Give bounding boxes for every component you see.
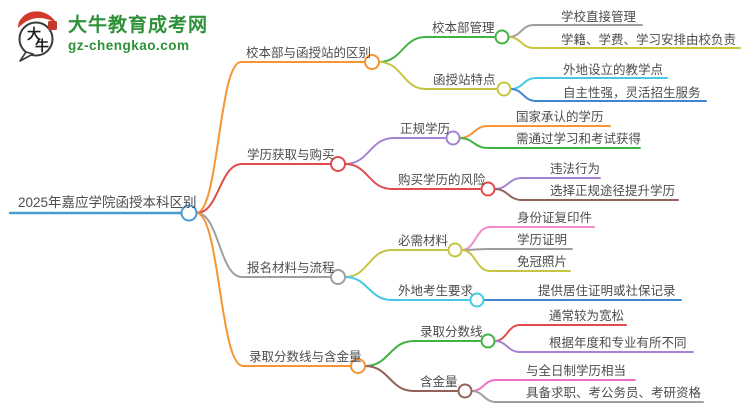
node-label-b4c2l2[interactable]: 具备求职、考公务员、考研资格 <box>526 385 702 400</box>
node-label-b1c1l1[interactable]: 学校直接管理 <box>561 9 637 24</box>
logo-title: 大牛教育成考网 <box>68 15 209 37</box>
node-label-b4c2l1[interactable]: 与全日制学历相当 <box>526 363 626 378</box>
node-label-b2c2[interactable]: 购买学历的风险 <box>398 172 486 187</box>
connector-b2 <box>195 163 331 214</box>
node-label-b3c1l3[interactable]: 免冠照片 <box>517 254 567 269</box>
logo-seal <box>48 21 57 30</box>
node-label-b2c1[interactable]: 正规学历 <box>400 121 450 136</box>
connector-b4 <box>195 212 351 367</box>
connector-b1c1l2 <box>507 36 741 49</box>
dainiu-logo-icon: 大 牛 <box>18 11 57 62</box>
node-toggle-b4[interactable] <box>350 358 366 374</box>
connector-b2c1l2 <box>458 137 641 149</box>
site-logo[interactable]: 大 牛 大牛教育成考网 gz-chengkao.com <box>14 8 208 62</box>
connector-b2c2l2 <box>493 188 679 201</box>
connector-b2c2 <box>344 163 481 190</box>
connector-b3 <box>195 212 331 278</box>
logo-bubble <box>18 21 54 57</box>
node-toggle-b2c2[interactable] <box>480 181 496 197</box>
node-label-root[interactable]: 2025年嘉应学院函授本科区别 <box>18 194 197 210</box>
node-label-b1c1l2[interactable]: 学籍、学费、学习安排由校负责 <box>561 32 736 47</box>
node-toggle-b3[interactable] <box>330 269 346 285</box>
node-toggle-b3c1[interactable] <box>447 242 463 258</box>
node-label-b3c1l2[interactable]: 学历证明 <box>517 232 567 247</box>
node-label-b1[interactable]: 校本部与函授站的区别 <box>246 45 371 60</box>
node-label-b3c2[interactable]: 外地考生要求 <box>398 284 474 298</box>
logo-text-block: 大牛教育成考网 gz-chengkao.com <box>68 15 209 54</box>
node-label-b1c2[interactable]: 函授站特点 <box>433 72 496 87</box>
node-toggle-b1[interactable] <box>364 54 380 70</box>
connector-b4c2 <box>364 365 458 392</box>
connector-b1 <box>195 61 365 214</box>
node-label-b4[interactable]: 录取分数线与含金量 <box>249 349 362 364</box>
node-label-b3c2l1[interactable]: 提供居住证明或社保记录 <box>538 283 676 298</box>
node-toggle-b1c1[interactable] <box>494 29 510 45</box>
connector-b1c2 <box>378 61 497 90</box>
node-label-b1c2l2[interactable]: 自主性强，灵活招生服务 <box>563 85 701 100</box>
connector-b3c2 <box>344 276 470 301</box>
connector-b3c1l3 <box>460 249 571 272</box>
node-label-b3[interactable]: 报名材料与流程 <box>247 260 335 275</box>
node-label-b4c2[interactable]: 含金量 <box>420 374 458 389</box>
connector-b4c1l2 <box>493 340 694 353</box>
node-label-b2[interactable]: 学历获取与购买 <box>247 147 335 162</box>
node-toggle-b4c2[interactable] <box>457 383 473 399</box>
connector-b2c1 <box>344 137 446 165</box>
connector-b4c1 <box>364 340 481 367</box>
node-toggle-b1c2[interactable] <box>496 81 512 97</box>
connector-b3c1 <box>344 249 448 278</box>
node-label-b2c1l1[interactable]: 国家承认的学历 <box>516 109 604 124</box>
connector-b1c2l2 <box>509 88 707 102</box>
node-toggle-b2c1[interactable] <box>445 130 461 146</box>
logo-red-arc <box>18 11 56 28</box>
node-toggle-b4c1[interactable] <box>480 333 496 349</box>
node-label-b3c1[interactable]: 必需材料 <box>398 234 449 248</box>
logo-char-2: 牛 <box>35 38 49 55</box>
connector-b4c2l2 <box>470 390 704 403</box>
node-label-b2c2l1[interactable]: 违法行为 <box>550 162 600 176</box>
node-label-b4c1l2[interactable]: 根据年度和专业有所不同 <box>549 335 687 350</box>
logo-bubble-tail <box>19 51 34 62</box>
node-label-b2c1l2[interactable]: 需通过学习和考试获得 <box>516 131 641 146</box>
connector-b1c1 <box>378 36 495 63</box>
node-toggle-b2[interactable] <box>330 156 346 172</box>
node-label-b3c1l1[interactable]: 身份证复印件 <box>517 210 592 225</box>
logo-domain: gz-chengkao.com <box>68 38 190 54</box>
logo-char-1: 大 <box>27 26 41 43</box>
node-label-b2c2l2[interactable]: 选择正规途径提升学历 <box>550 183 675 198</box>
node-label-b4c1l1[interactable]: 通常较为宽松 <box>549 308 624 323</box>
node-toggle-root[interactable] <box>180 204 198 222</box>
connector-b3c1l2 <box>460 248 573 251</box>
node-label-b4c1[interactable]: 录取分数线 <box>420 324 483 339</box>
node-label-b1c2l1[interactable]: 外地设立的教学点 <box>563 62 663 77</box>
node-toggle-b3c2[interactable] <box>469 292 485 308</box>
node-label-b1c1[interactable]: 校本部管理 <box>432 20 495 35</box>
